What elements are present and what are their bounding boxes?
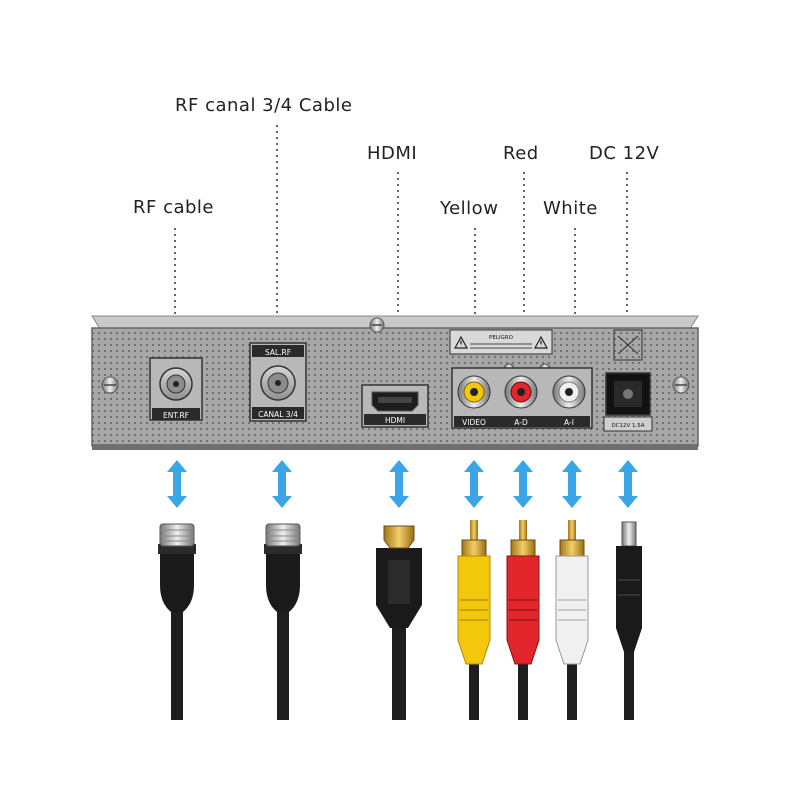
hdmi-port-label: HDMI bbox=[385, 416, 405, 425]
double-arrow-icon bbox=[513, 460, 533, 508]
arrows bbox=[167, 460, 638, 508]
callout-dc-12v: DC 12V bbox=[589, 143, 660, 164]
callout-rf-cable: RF cable bbox=[133, 197, 215, 218]
double-arrow-icon bbox=[272, 460, 292, 508]
sal-rf-label: SAL.RF bbox=[265, 348, 291, 357]
double-arrow-icon bbox=[618, 460, 638, 508]
callout-white: White bbox=[543, 198, 598, 219]
dc-rating-label: DC12V 1.5A bbox=[611, 423, 644, 429]
jack-audio-left bbox=[552, 375, 586, 409]
canal-label: CANAL 3/4 bbox=[258, 410, 298, 419]
jack-video bbox=[457, 375, 491, 409]
cable-red bbox=[506, 520, 540, 720]
callout-red: Red bbox=[503, 143, 539, 164]
cable-yellow bbox=[457, 520, 491, 720]
port-sal-rf: SAL.RF CANAL 3/4 bbox=[249, 342, 307, 422]
cable-rf-1 bbox=[158, 523, 196, 720]
warning-sticker: PELIGRO bbox=[449, 329, 553, 355]
cable-white bbox=[555, 520, 589, 720]
double-arrow-icon bbox=[389, 460, 409, 508]
port-av: VIDEO A-D A-I bbox=[451, 367, 593, 429]
jack-audio-right bbox=[504, 375, 538, 409]
ent-rf-label: ENT.RF bbox=[163, 411, 189, 420]
double-arrow-icon bbox=[562, 460, 582, 508]
screw-top bbox=[369, 317, 385, 333]
a-d-label: A-D bbox=[514, 418, 528, 427]
cable-rf-2 bbox=[264, 523, 302, 720]
cable-hdmi bbox=[376, 525, 422, 720]
a-i-label: A-I bbox=[564, 418, 574, 427]
cable-dc bbox=[616, 521, 642, 720]
port-ent-rf: ENT.RF bbox=[149, 357, 203, 421]
port-hdmi: HDMI bbox=[361, 384, 429, 428]
callout-rf-canal-cable: RF canal 3/4 Cable bbox=[175, 95, 353, 116]
callout-yellow: Yellow bbox=[440, 198, 499, 219]
device-back-panel: ENT.RF SAL.RF CANAL 3/4 HDMI PELIGRO bbox=[91, 315, 699, 450]
video-label: VIDEO bbox=[462, 418, 486, 427]
leader-lines bbox=[174, 125, 628, 335]
port-dc: DC12V 1.5A bbox=[603, 329, 653, 432]
brand-label: PELIGRO bbox=[489, 335, 514, 341]
screw-left bbox=[101, 376, 119, 394]
double-arrow-icon bbox=[167, 460, 187, 508]
double-arrow-icon bbox=[464, 460, 484, 508]
callout-hdmi: HDMI bbox=[367, 143, 418, 164]
screw-right bbox=[672, 376, 690, 394]
